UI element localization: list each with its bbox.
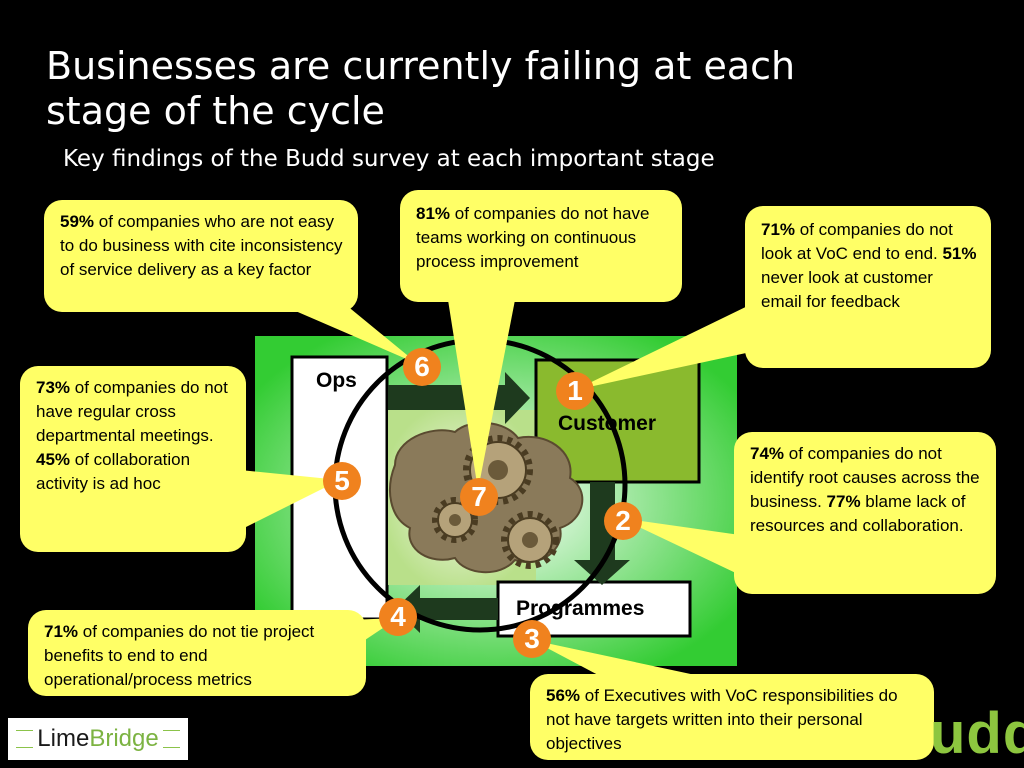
limebridge-logo: LimeBridge — [8, 718, 188, 760]
logo-bridge: Bridge — [89, 725, 159, 752]
stage-badge-7: 7 — [460, 478, 498, 516]
pointer-2 — [620, 518, 740, 575]
callout-73-pct1: 73% — [36, 378, 71, 397]
callout-74-text1: of companies do not identify root causes… — [750, 444, 980, 511]
callout-74: 74% of companies do not identify root ca… — [734, 432, 996, 594]
callout-56: 56% of Executives with VoC responsibilit… — [530, 674, 934, 760]
callout-81-text: of companies do not have teams working o… — [416, 204, 650, 271]
customer-label: Customer — [558, 412, 657, 435]
callout-73-text1: of companies do not have regular cross d… — [36, 378, 228, 445]
pointer-1 — [575, 300, 760, 390]
callout-74-text2: blame lack of resources and collaboratio… — [750, 492, 966, 535]
pointer-3 — [532, 640, 700, 676]
logo-lime: Lime — [37, 725, 90, 752]
programmes-label: Programmes — [516, 597, 645, 620]
callout-71a-pct2: 51% — [942, 244, 977, 263]
callout-56-text: of Executives with VoC responsibilities … — [546, 686, 898, 753]
callout-73: 73% of companies do not have regular cro… — [20, 366, 246, 552]
slide-title: Businesses are currently failing at each… — [46, 44, 796, 133]
pointer-5 — [240, 470, 340, 530]
callout-71b-pct: 71% — [44, 622, 79, 641]
callout-74-pct1: 74% — [750, 444, 785, 463]
callout-71a-text1: of companies do not look at VoC end to e… — [761, 220, 953, 263]
callout-71a-text2: never look at customer email for feedbac… — [761, 268, 933, 311]
callout-59: 59% of companies who are not easy to do … — [44, 200, 358, 312]
callout-71b-text: of companies do not tie project benefits… — [44, 622, 315, 689]
callout-71a-pct1: 71% — [761, 220, 796, 239]
callout-59-text: of companies who are not easy to do busi… — [60, 212, 343, 279]
logo-text: LimeBridge — [33, 725, 163, 753]
stage-badge-5: 5 — [323, 462, 361, 500]
stage-badge-6: 6 — [403, 348, 441, 386]
stage-badge-2: 2 — [604, 502, 642, 540]
callout-73-pct2: 45% — [36, 450, 71, 469]
callout-81: 81% of companies do not have teams worki… — [400, 190, 682, 302]
callout-71b: 71% of companies do not tie project bene… — [28, 610, 366, 696]
stage-badge-3: 3 — [513, 620, 551, 658]
ops-label: Ops — [316, 369, 357, 392]
callout-73-text2: of collaboration activity is ad hoc — [36, 450, 191, 493]
stage-badge-1: 1 — [556, 372, 594, 410]
slide-subtitle: Key findings of the Budd survey at each … — [63, 146, 715, 172]
callout-74-pct2: 77% — [826, 492, 861, 511]
callout-59-pct: 59% — [60, 212, 95, 231]
stage-badge-4: 4 — [379, 598, 417, 636]
budd-logo-partial: udd — [930, 701, 1024, 766]
callout-81-pct: 81% — [416, 204, 451, 223]
pointer-7 — [448, 300, 515, 490]
callout-pointers — [240, 300, 760, 676]
arrow-programmes-to-ops — [395, 585, 498, 633]
pointer-6 — [270, 300, 418, 364]
arrow-customer-to-programmes — [574, 482, 630, 585]
callout-56-pct: 56% — [546, 686, 581, 705]
callout-71a: 71% of companies do not look at VoC end … — [745, 206, 991, 368]
